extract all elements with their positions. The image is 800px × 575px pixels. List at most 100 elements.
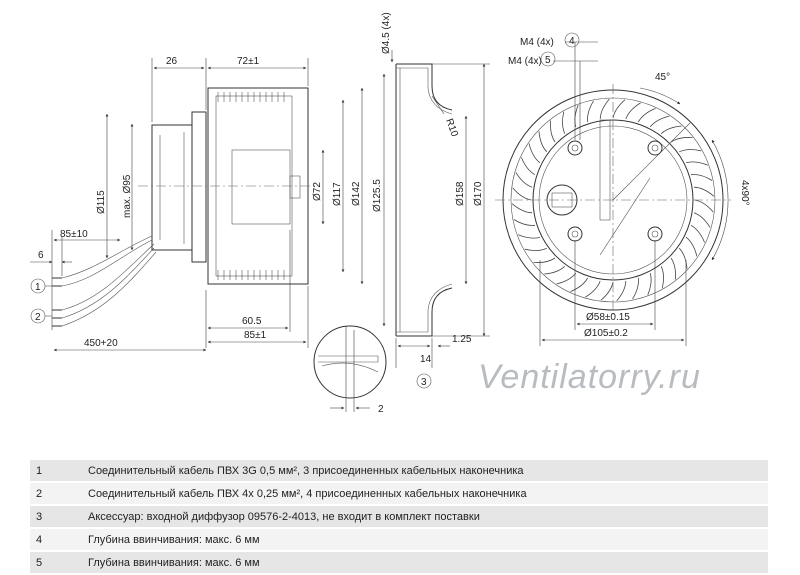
legend-row: 5 Глубина ввинчивания: макс. 6 мм	[30, 551, 768, 575]
legend-number: 1	[30, 460, 80, 483]
impeller-blade	[587, 100, 594, 123]
side-view: 26 72±1 Ø115 max. Ø95 Ø72 Ø117 Ø142 85±1…	[30, 56, 364, 352]
cable-1	[61, 235, 153, 279]
impeller-blade	[556, 272, 577, 285]
dim-cable-85: 85±10	[60, 229, 88, 240]
rating-plate	[599, 119, 611, 221]
impeller-blades-side	[217, 92, 285, 280]
impeller-blade	[625, 102, 641, 120]
dim-dia-117: Ø117	[332, 182, 343, 206]
dim-max-dia-95: max. Ø95	[122, 174, 133, 218]
legend-row: 3 Аксессуар: входной диффузор 09576-2-40…	[30, 505, 768, 529]
dim-6: 6	[38, 250, 44, 261]
callout-1-label: 1	[35, 282, 41, 293]
legend-table: 1 Соединительный кабель ПВХ 3G 0,5 мм², …	[30, 460, 768, 575]
dim-angle-4x90: 4x90°	[739, 180, 750, 206]
callout-4-label: 4	[569, 36, 575, 47]
legend-text: Соединительный кабель ПВХ 4x 0,25 мм², 4…	[80, 482, 768, 506]
dim-dia-115: Ø115	[96, 190, 107, 214]
dim-14: 14	[420, 354, 432, 365]
impeller-blade	[637, 108, 656, 123]
legend-text: Аксессуар: входной диффузор 09576-2-4013…	[80, 505, 768, 529]
cable-gland	[546, 184, 578, 216]
impeller-blade	[524, 247, 547, 251]
dim-dia-158: Ø158	[455, 181, 466, 206]
dim-72-width: 72±1	[237, 56, 260, 67]
legend-text: Глубина ввинчивания: макс. 6 мм	[80, 551, 768, 575]
impeller-blade	[694, 199, 714, 213]
impeller-blade	[562, 111, 566, 134]
impeller-blade	[649, 115, 670, 128]
callout-5-label: 5	[545, 55, 551, 66]
dim-cable-450: 450+20	[84, 338, 118, 349]
impeller-blade	[538, 131, 547, 153]
impeller-blade	[690, 224, 705, 243]
impeller-blade	[632, 277, 639, 300]
impeller-blade	[600, 281, 614, 301]
callout-3	[416, 373, 432, 389]
impeller-blade	[693, 212, 711, 228]
legend-number: 5	[30, 551, 80, 575]
dim-dia-58: Ø58±0.15	[586, 312, 630, 323]
impeller-blade	[670, 257, 676, 280]
front-view: M4 (4x) M4 (4x) 4 5 45° 4x90° Ø58±0.15 Ø…	[495, 32, 750, 346]
dim-1-25: 1.25	[452, 334, 472, 345]
impeller-blade	[685, 236, 698, 257]
impeller-blade	[679, 247, 688, 269]
dim-dia-142: Ø142	[351, 181, 362, 206]
impeller-blade	[544, 266, 566, 275]
motor-flange	[191, 111, 207, 263]
impeller-blade	[647, 272, 652, 295]
impeller-blade	[612, 99, 626, 119]
dim-m4-4: M4 (4x)	[520, 37, 554, 48]
callout-2-label: 2	[35, 312, 41, 323]
impeller-blade	[513, 219, 536, 226]
cable-2	[61, 243, 155, 311]
dim-dia-72: Ø72	[312, 182, 323, 201]
impeller-blade	[679, 149, 702, 153]
impeller-blade	[585, 280, 601, 298]
motor-end-cap	[151, 124, 193, 251]
impeller-blade	[599, 98, 610, 120]
impeller-blade	[670, 137, 693, 143]
watermark: Ventilatorry.ru	[478, 358, 701, 396]
legend-row: 2 Соединительный кабель ПВХ 4x 0,25 мм²,…	[30, 482, 768, 506]
impeller-blade	[616, 280, 627, 302]
legend-text: Соединительный кабель ПВХ 3G 0,5 мм², 3 …	[80, 460, 768, 483]
dim-angle-45: 45°	[655, 72, 670, 83]
legend-row: 1 Соединительный кабель ПВХ 3G 0,5 мм², …	[30, 460, 768, 483]
dim-m4-5: M4 (4x)	[508, 56, 542, 67]
dim-2: 2	[378, 404, 384, 415]
motor-inner	[231, 149, 291, 225]
dim-dia-125-5: Ø125.5	[372, 179, 383, 212]
legend-number: 2	[30, 482, 80, 506]
impeller-blade	[685, 161, 708, 166]
impeller-blade	[660, 125, 682, 134]
impeller-blade	[511, 203, 533, 214]
detail-view: 2	[313, 325, 387, 415]
dim-60-5: 60.5	[242, 316, 262, 327]
legend-text: Глубина ввинчивания: макс. 6 мм	[80, 528, 768, 552]
dim-26: 26	[166, 56, 178, 67]
impeller-blade	[690, 174, 713, 181]
dim-dia-170: Ø170	[473, 181, 484, 206]
technical-drawing: 26 72±1 Ø115 max. Ø95 Ø72 Ø117 Ø142 85±1…	[30, 12, 750, 415]
impeller-blade	[512, 187, 532, 201]
impeller-blade	[574, 105, 579, 128]
inlet-diffuser-profile: Ø125.5 Ø158 Ø170 Ø4.5 (4x) R10 14 1.25 3	[372, 12, 490, 389]
legend-number: 4	[30, 528, 80, 552]
legend-number: 3	[30, 505, 80, 529]
impeller-blade	[693, 186, 715, 197]
impeller-blade	[550, 120, 556, 143]
impeller-blade	[515, 172, 533, 188]
dim-85-length: 85±1	[244, 330, 267, 341]
impeller-blade	[660, 266, 664, 289]
dim-dia-105: Ø105±0.2	[584, 328, 628, 339]
callout-3-label: 3	[421, 377, 427, 388]
dim-radius-10: R10	[443, 117, 460, 138]
impeller-blade	[521, 157, 536, 176]
impeller-blade	[533, 257, 556, 263]
callout-5	[540, 51, 556, 67]
dim-hole-4-5: Ø4.5 (4x)	[381, 12, 392, 54]
callout-4	[564, 32, 580, 48]
